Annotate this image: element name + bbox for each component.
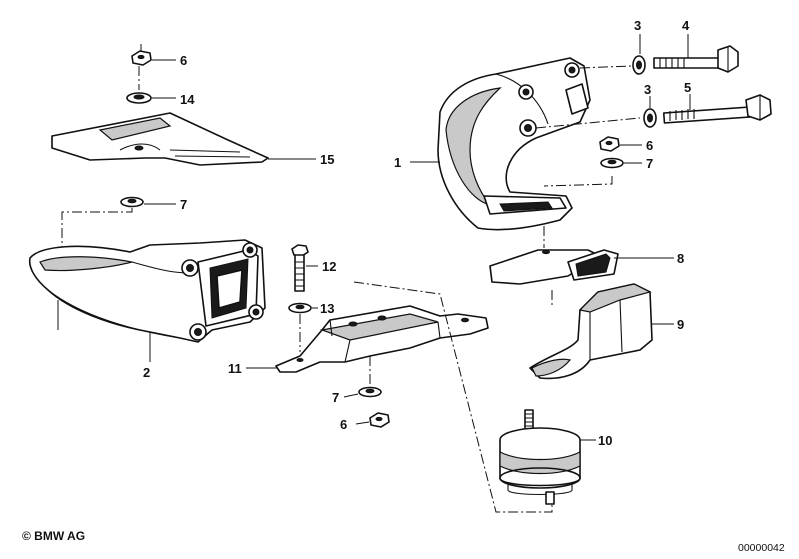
- callout-7-center: 7: [332, 390, 339, 405]
- callout-8: 8: [677, 251, 684, 266]
- axis-upper-bolt: [579, 65, 633, 69]
- washer-3-upper[interactable]: [632, 55, 646, 75]
- hex-nut-right[interactable]: [599, 136, 620, 152]
- washer-7-right[interactable]: [600, 157, 624, 169]
- hex-nut-center[interactable]: [369, 412, 390, 428]
- bolt-12[interactable]: [291, 244, 309, 292]
- hex-nut-top-left[interactable]: [131, 44, 152, 66]
- callout-14: 14: [180, 92, 195, 107]
- callout-12: 12: [322, 259, 336, 274]
- buffer-plate-8[interactable]: [489, 249, 619, 285]
- mounting-plate-15[interactable]: [51, 112, 269, 166]
- washer-13[interactable]: [288, 302, 312, 314]
- callout-3-lower: 3: [644, 82, 651, 97]
- washer-7-left[interactable]: [120, 196, 144, 208]
- callout-7-right: 7: [646, 156, 653, 171]
- callout-4: 4: [682, 18, 690, 33]
- callout-11: 11: [228, 361, 242, 376]
- leader-7c: [343, 393, 359, 398]
- washer-3-lower[interactable]: [643, 108, 657, 128]
- axis-right-mid: [543, 176, 613, 187]
- callout-10: 10: [598, 433, 612, 448]
- engine-bracket-2[interactable]: [28, 239, 266, 343]
- axis-center-long: [353, 281, 553, 513]
- bolt-5[interactable]: [662, 94, 772, 124]
- leader-6c: [355, 421, 370, 425]
- bolt-4[interactable]: [653, 45, 739, 73]
- callout-6-center: 6: [340, 417, 347, 432]
- support-bracket-11[interactable]: [275, 305, 489, 373]
- copyright-notice: © BMW AG: [22, 529, 86, 543]
- callout-9: 9: [677, 317, 684, 332]
- engine-support-arm-1[interactable]: [437, 57, 591, 231]
- callout-6-right: 6: [646, 138, 653, 153]
- callout-13: 13: [320, 301, 334, 316]
- washer-14[interactable]: [126, 92, 152, 104]
- callout-1: 1: [394, 155, 401, 170]
- rubber-buffer-9[interactable]: [529, 283, 653, 380]
- engine-mount-10[interactable]: [499, 409, 581, 505]
- washer-7-center[interactable]: [358, 386, 382, 398]
- callout-2: 2: [143, 365, 150, 380]
- callout-5: 5: [684, 80, 691, 95]
- callout-3-upper: 3: [634, 18, 641, 33]
- callout-7-left: 7: [180, 197, 187, 212]
- diagram-number: 00000042: [738, 542, 785, 554]
- callout-6-top-left: 6: [180, 53, 187, 68]
- callout-15: 15: [320, 152, 334, 167]
- axis-left: [61, 208, 133, 262]
